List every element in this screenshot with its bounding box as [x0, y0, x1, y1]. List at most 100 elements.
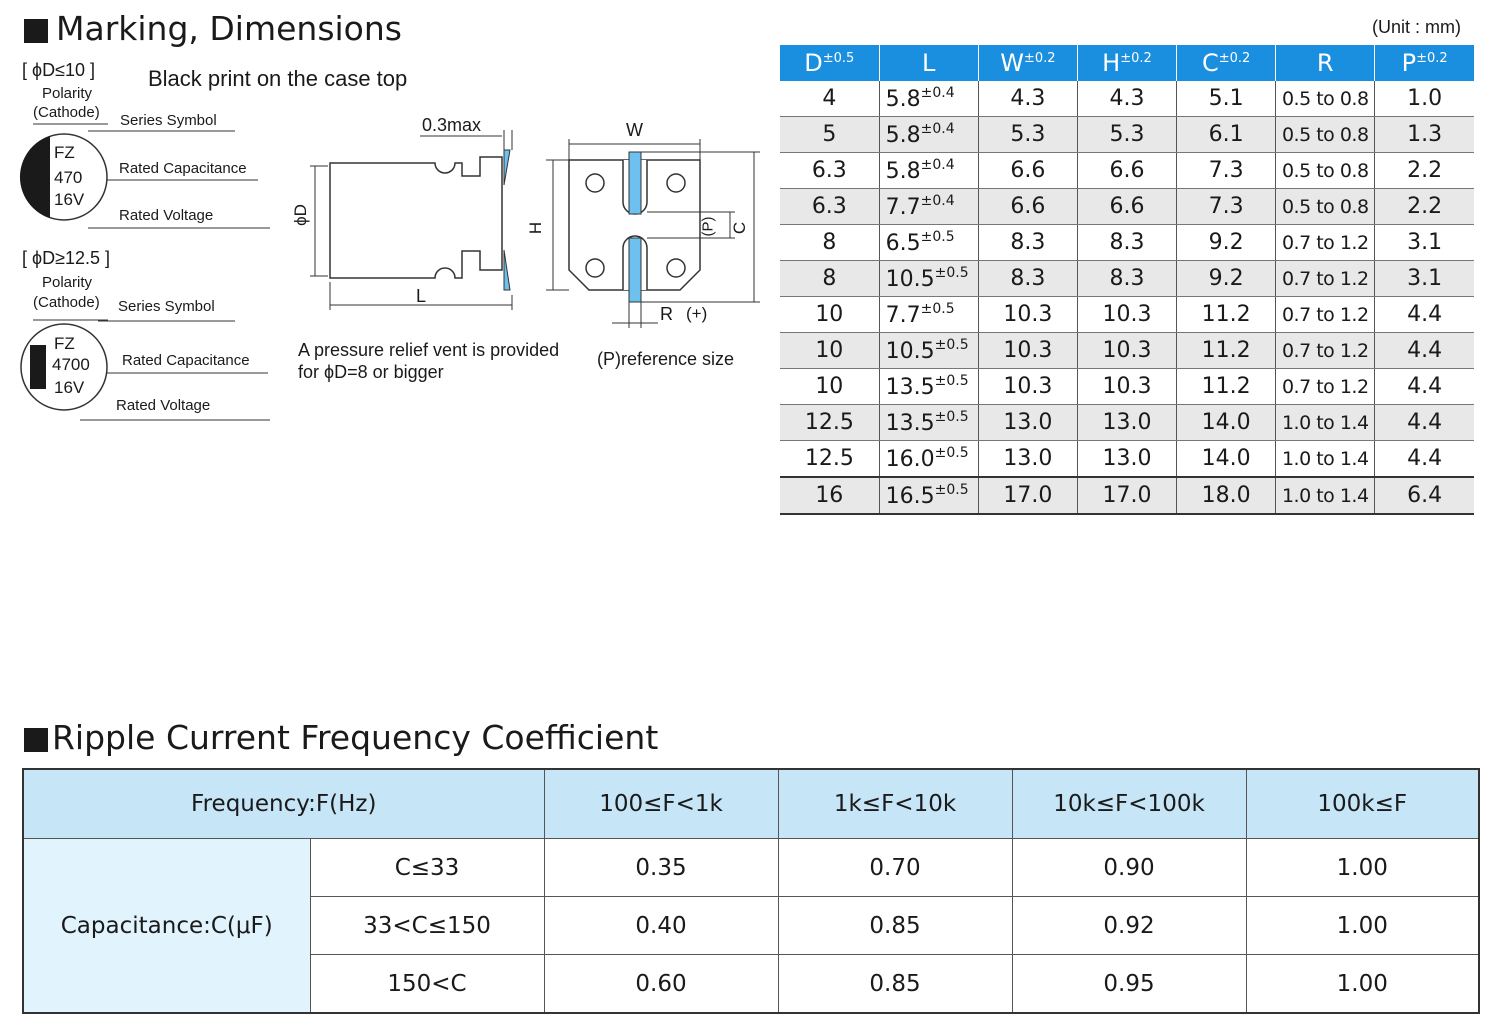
bottom-view-drawing: [546, 139, 760, 328]
coefficient-value: 0.85: [777, 896, 1013, 955]
table-cell: 4.4: [1374, 368, 1474, 405]
coefficient-value: 0.35: [543, 838, 779, 897]
dim-header-r: R: [1275, 45, 1376, 81]
capacitance-range: 150<C: [309, 954, 545, 1014]
r-label: R: [660, 304, 673, 324]
frequency-band-header: 100k≤F: [1245, 768, 1480, 839]
table-cell: 8.3: [978, 260, 1078, 297]
table-cell: 3.1: [1374, 260, 1474, 297]
table-cell: 18.0: [1176, 476, 1277, 515]
frequency-band-header: 1k≤F<10k: [777, 768, 1013, 839]
table-cell: 4.4: [1374, 296, 1474, 333]
table-cell: 10.3: [1077, 332, 1178, 369]
table-cell: 2.2: [1374, 188, 1474, 225]
large-series-symbol-label: Series Symbol: [118, 298, 215, 315]
table-cell: 11.2: [1176, 296, 1277, 333]
table-cell: 0.7 to 1.2: [1275, 332, 1376, 369]
small-rated-voltage-label: Rated Voltage: [119, 207, 214, 224]
table-cell: 1.0: [1374, 81, 1474, 117]
table-cell: 7.7±0.4: [879, 188, 979, 225]
table-cell: 8.3: [1077, 260, 1178, 297]
table-cell: 10.3: [1077, 368, 1178, 405]
print-note: Black print on the case top: [148, 66, 408, 91]
square-bullet-icon: [24, 18, 48, 43]
section-title-ripple: Ripple Current Frequency Coefficient: [24, 718, 658, 758]
frequency-band-header: 100≤F<1k: [543, 768, 779, 839]
small-mark-voltage: 16V: [54, 190, 85, 209]
small-range-label: [ ϕD≤10 ]: [22, 60, 95, 80]
coefficient-value: 0.95: [1011, 954, 1247, 1014]
width-label: W: [626, 120, 643, 140]
table-cell: 6.4: [1374, 476, 1474, 515]
table-cell: 13.5±0.5: [879, 404, 979, 441]
table-cell: 5.3: [1077, 116, 1178, 153]
table-cell: 10.3: [978, 332, 1078, 369]
side-view-drawing: [310, 130, 513, 310]
table-cell: 4.4: [1374, 404, 1474, 441]
table-cell: 6.3: [780, 152, 880, 189]
table-cell: 10.5±0.5: [879, 332, 979, 369]
capacitance-header: Capacitance:C(μF): [22, 838, 311, 1014]
length-label: L: [416, 286, 427, 306]
table-cell: 16.0±0.5: [879, 440, 979, 478]
square-bullet-icon: [24, 727, 48, 752]
dim-header-d: D±0.5: [780, 45, 880, 81]
table-cell: 6.6: [978, 152, 1078, 189]
dim-header-c: C±0.2: [1176, 45, 1277, 81]
table-cell: 11.2: [1176, 332, 1277, 369]
capacitance-range: C≤33: [309, 838, 545, 897]
small-rated-capacitance-label: Rated Capacitance: [119, 160, 247, 177]
large-polarity-label: Polarity: [42, 274, 93, 291]
table-cell: 16: [780, 476, 880, 515]
capacitance-range: 33<C≤150: [309, 896, 545, 955]
coefficient-value: 1.00: [1245, 896, 1480, 955]
table-cell: 10.3: [978, 296, 1078, 333]
table-cell: 8: [780, 224, 880, 261]
plus-label: (+): [686, 304, 708, 323]
table-cell: 9.2: [1176, 260, 1277, 297]
table-cell: 1.0 to 1.4: [1275, 404, 1376, 441]
coefficient-value: 0.40: [543, 896, 779, 955]
unit-label: (Unit : mm): [1372, 17, 1461, 37]
max-label: 0.3max: [422, 115, 482, 135]
table-cell: 7.7±0.5: [879, 296, 979, 333]
table-cell: 0.7 to 1.2: [1275, 368, 1376, 405]
coefficient-value: 0.92: [1011, 896, 1247, 955]
table-cell: 13.0: [978, 440, 1078, 478]
vent-note-line2: for ϕD=8 or bigger: [298, 362, 444, 382]
table-cell: 0.5 to 0.8: [1275, 116, 1376, 153]
table-cell: 13.0: [978, 404, 1078, 441]
large-range-label: [ ϕD≥12.5 ]: [22, 248, 110, 268]
table-cell: 10: [780, 368, 880, 405]
table-cell: 10: [780, 296, 880, 333]
dim-header-w: W±0.2: [978, 45, 1078, 81]
table-cell: 10.5±0.5: [879, 260, 979, 297]
table-cell: 6.6: [1077, 152, 1178, 189]
table-cell: 11.2: [1176, 368, 1277, 405]
large-cathode-label: (Cathode): [33, 294, 100, 311]
table-cell: 1.0 to 1.4: [1275, 440, 1376, 478]
table-cell: 13.0: [1077, 404, 1178, 441]
small-mark-capacitance: 470: [54, 168, 83, 187]
table-cell: 10.3: [978, 368, 1078, 405]
table-cell: 6.6: [1077, 188, 1178, 225]
table-cell: 10.3: [1077, 296, 1178, 333]
table-cell: 0.7 to 1.2: [1275, 296, 1376, 333]
table-cell: 13.0: [1077, 440, 1178, 478]
coefficient-value: 0.60: [543, 954, 779, 1014]
c-label: C: [730, 221, 750, 235]
large-mark-capacitance: 4700: [52, 355, 90, 374]
table-cell: 14.0: [1176, 404, 1277, 441]
